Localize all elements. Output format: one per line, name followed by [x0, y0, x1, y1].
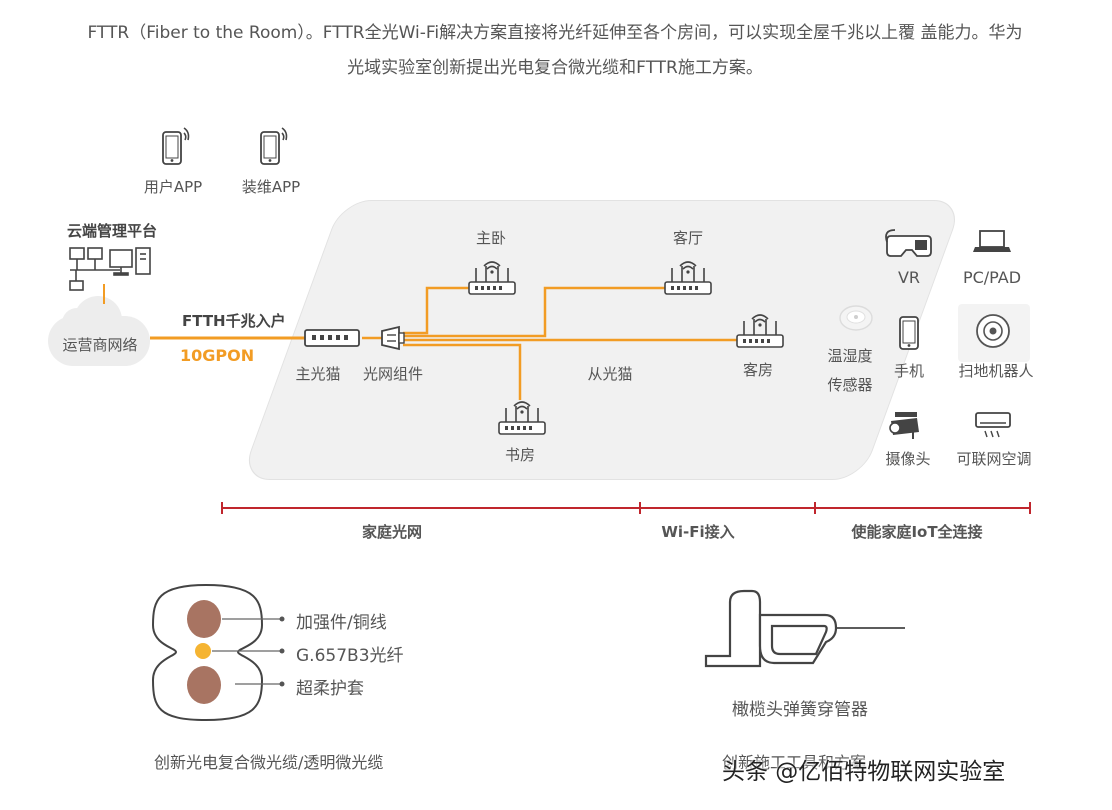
- vr-icon: [885, 229, 932, 257]
- copper-core-top: [187, 600, 221, 638]
- watermark: 头条 @亿佰特物联网实验室: [722, 759, 1006, 785]
- wifi-access-segment-label: Wi-Fi接入: [661, 523, 735, 541]
- copper-core-bottom: [187, 666, 221, 704]
- camera-label: 摄像头: [885, 450, 931, 468]
- cloud-shape: [48, 296, 150, 366]
- main-modem-icon: [304, 329, 360, 347]
- guest-room-router-icon: [736, 314, 784, 348]
- link-master-bedroom: [403, 286, 470, 335]
- home-optical-segment-label: 家庭光网: [361, 523, 423, 541]
- optical-component-label: 光网组件: [362, 365, 424, 383]
- iot-connect-segment-label: 使能家庭IoT全连接: [851, 523, 983, 541]
- robot-label: 扫地机器人: [958, 362, 1034, 380]
- pc-pad-label: PC/PAD: [962, 268, 1022, 287]
- operator-network-label: 运营商网络: [62, 336, 138, 354]
- vr-label: VR: [897, 268, 921, 287]
- mobile-phone-icon: [899, 316, 919, 350]
- temp-sensor-label-1: 温湿度: [827, 347, 873, 365]
- master-bedroom-label: 主卧: [475, 229, 507, 247]
- aircon-label: 可联网空调: [956, 450, 1032, 468]
- master-bedroom-router-icon: [468, 261, 516, 295]
- link-living-room: [403, 286, 665, 338]
- tool-caption: 创新施工工具和方案: [722, 753, 867, 772]
- temp-sensor-label-2: 传感器: [827, 376, 873, 394]
- user-app-phone-icon: [162, 127, 190, 165]
- phone-label: 手机: [893, 362, 925, 380]
- strength-member-label: 加强件/铜线: [296, 613, 387, 633]
- tool-name-label: 橄榄头弹簧穿管器: [732, 700, 868, 720]
- main-modem-label: 主光猫: [295, 365, 341, 383]
- cable-cross-section: [151, 583, 285, 722]
- temperature-sensor-icon: [839, 305, 873, 331]
- camera-icon: [889, 412, 919, 439]
- living-room-router-icon: [664, 261, 712, 295]
- optical-fiber-core: [195, 643, 211, 659]
- gpon-label: 10GPON: [180, 346, 255, 365]
- living-room-label: 客厅: [672, 229, 704, 247]
- guest-room-label: 客房: [742, 361, 774, 379]
- study-router-icon: [498, 401, 546, 435]
- cloud-management-icon: [69, 247, 151, 291]
- user-app-label: 用户APP: [143, 178, 203, 196]
- spring-threader-tool: [704, 589, 905, 668]
- study-label: 书房: [504, 446, 536, 464]
- air-conditioner-icon: [975, 412, 1011, 438]
- optical-splitter-icon: [381, 325, 405, 351]
- sheath-label: 超柔护套: [296, 679, 364, 699]
- intro-paragraph: FTTR（Fiber to the Room）。FTTR全光Wi-Fi解决方案直…: [40, 16, 1070, 86]
- ftth-label: FTTH千兆入户: [182, 312, 286, 330]
- intro-line-1: FTTR（Fiber to the Room）。FTTR全光Wi-Fi解决方案直…: [87, 23, 1023, 43]
- robot-vacuum-icon: [976, 314, 1010, 348]
- slave-modem-label: 从光猫: [587, 365, 633, 383]
- cloud-platform-label: 云端管理平台: [67, 222, 158, 240]
- maint-app-phone-icon: [260, 127, 288, 165]
- cable-caption: 创新光电复合微光缆/透明微光缆: [154, 753, 384, 772]
- maint-app-label: 装维APP: [241, 178, 301, 196]
- fiber-label: G.657B3光纤: [296, 646, 404, 666]
- link-study: [403, 343, 522, 400]
- laptop-icon: [973, 230, 1011, 252]
- intro-line-2: 光域实验室创新提出光电复合微光缆和FTTR施工方案。: [347, 58, 763, 78]
- segment-bar: [221, 502, 1031, 514]
- fiber-links: [150, 286, 738, 400]
